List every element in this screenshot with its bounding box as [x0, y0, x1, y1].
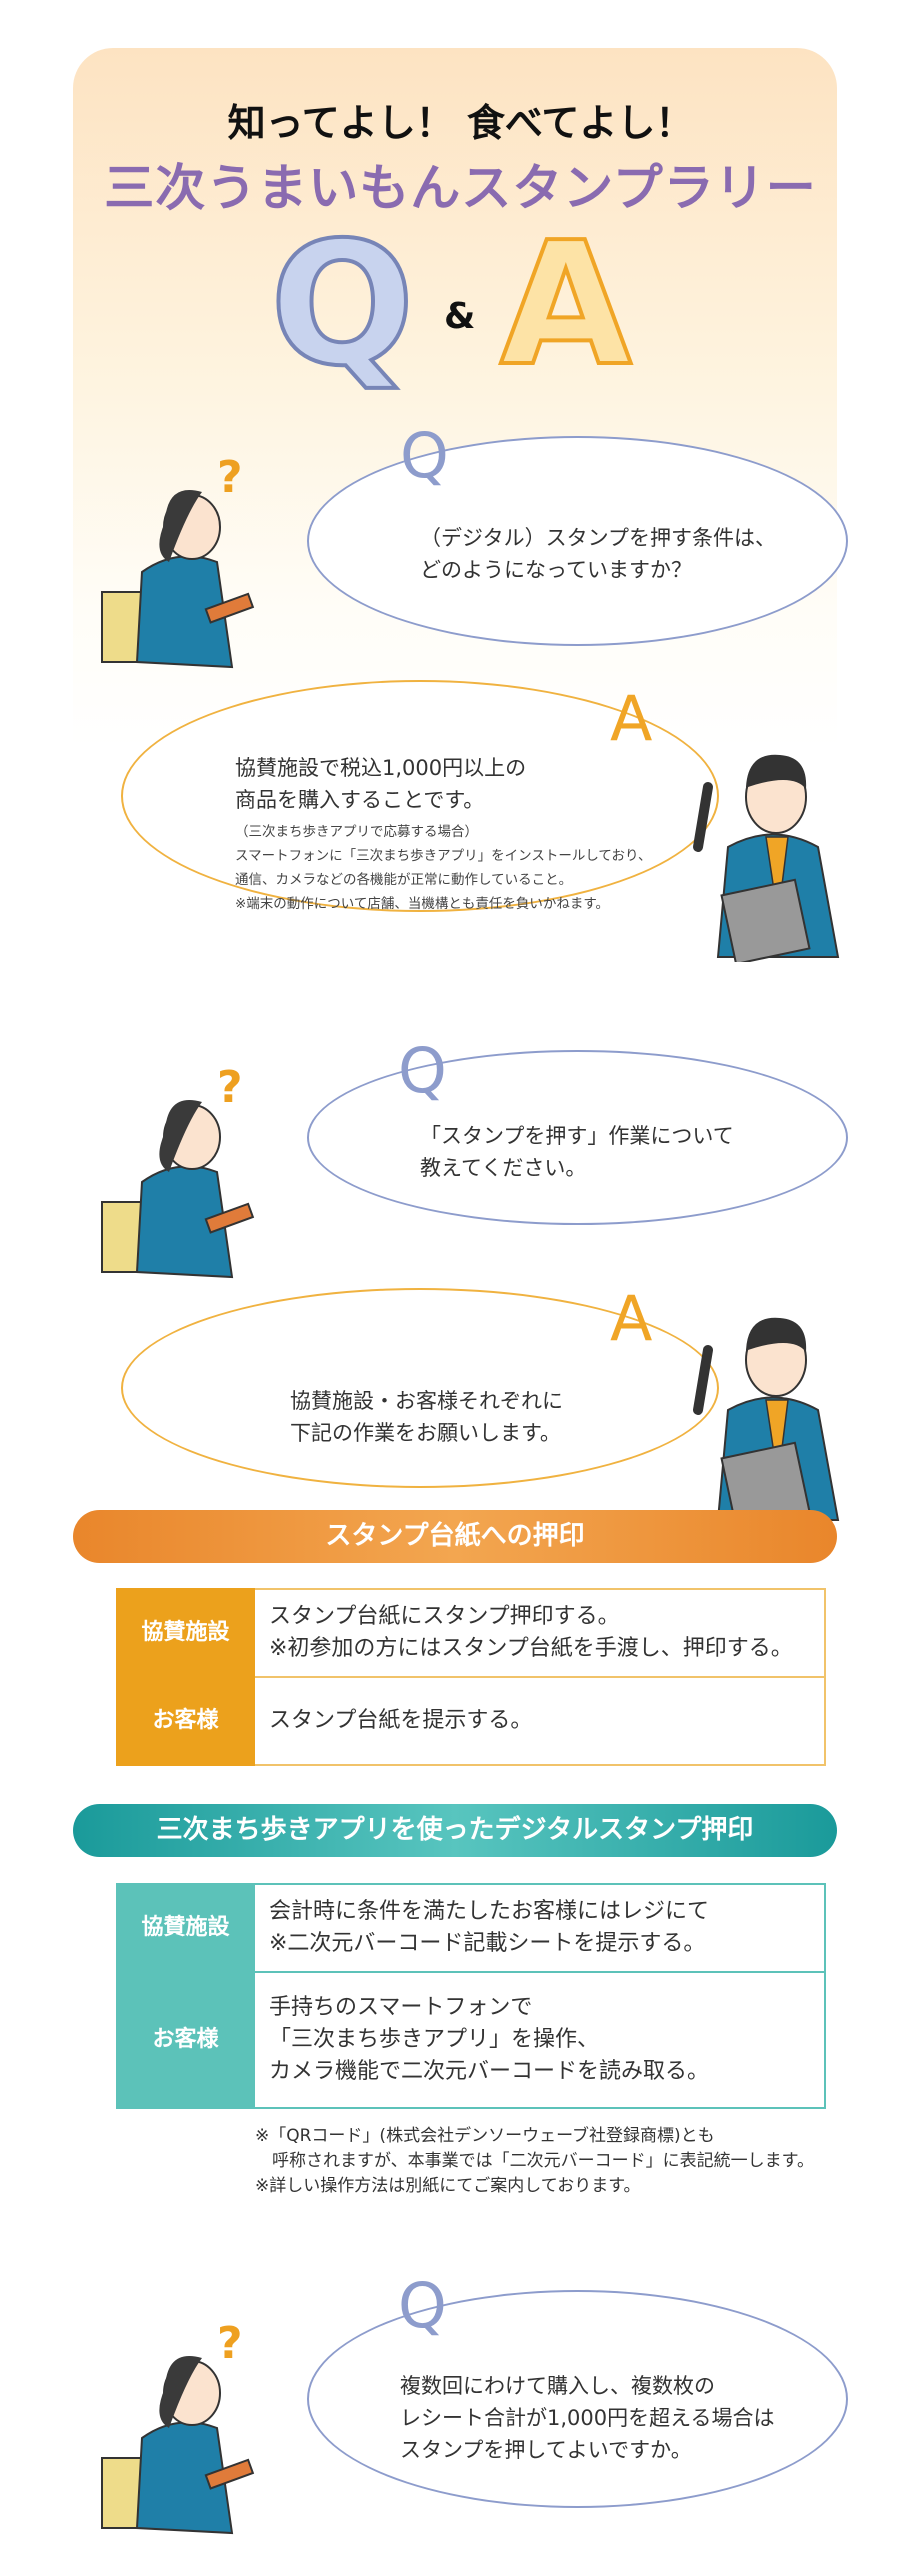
man-pointing-illustration: [688, 727, 848, 966]
table-row: 協賛施設会計時に条件を満たしたお客様にはレジにて※二次元バーコード記載シートを提…: [116, 1883, 826, 1973]
row-content: 会計時に条件を満たしたお客様にはレジにて※二次元バーコード記載シートを提示する。: [253, 1883, 826, 1973]
woman-thinking-illustration: [97, 451, 297, 676]
a-label: A: [610, 1282, 653, 1355]
big-q-letter: Q: [268, 206, 417, 404]
title-tagline: 知ってよし！ 食べてよし！: [227, 101, 694, 145]
row-content: スタンプ台紙にスタンプ押印する。※初参加の方にはスタンプ台紙を手渡し、押印する。: [253, 1588, 826, 1678]
woman-thinking-illustration: [97, 1061, 297, 1286]
man-pointing-illustration: [688, 1290, 848, 1529]
q-label: Q: [398, 1034, 447, 1107]
table-row: お客様スタンプ台紙を提示する。: [116, 1676, 826, 1766]
table-row: 協賛施設スタンプ台紙にスタンプ押印する。※初参加の方にはスタンプ台紙を手渡し、押…: [116, 1588, 826, 1678]
footnotes: ※「QRコード」(株式会社デンソーウェーブ社登録商標)とも 呼称されますが、本事…: [255, 2126, 814, 2196]
question-text: （デジタル）スタンプを押す条件は、どのようになっていますか？: [420, 526, 776, 582]
row-label: お客様: [116, 1676, 255, 1766]
q-label: Q: [398, 2269, 447, 2342]
stamp-card-table: 協賛施設スタンプ台紙にスタンプ押印する。※初参加の方にはスタンプ台紙を手渡し、押…: [116, 1588, 826, 1766]
answer-text: 協賛施設で税込1,000円以上の商品を購入することです。: [235, 756, 527, 812]
question-text: 「スタンプを押す」作業について教えてください。: [420, 1124, 734, 1180]
question-bubble: [307, 1050, 848, 1225]
woman-thinking-illustration: [97, 2317, 297, 2542]
ampersand: &: [444, 296, 476, 337]
answer-notes: （三次まち歩きアプリで応募する場合）スマートフォンに「三次まち歩きアプリ」をイン…: [235, 824, 652, 912]
digital-stamp-table: 協賛施設会計時に条件を満たしたお客様にはレジにて※二次元バーコード記載シートを提…: [116, 1883, 826, 2109]
big-a-letter: A: [498, 206, 634, 404]
question-bubble: [307, 436, 848, 646]
row-content: スタンプ台紙を提示する。: [253, 1676, 826, 1766]
question-text: 複数回にわけて購入し、複数枚のレシート合計が1,000円を超える場合はスタンプを…: [400, 2374, 775, 2462]
section-banner-digital-stamp: 三次まち歩きアプリを使ったデジタルスタンプ押印: [73, 1804, 837, 1857]
row-content: 手持ちのスマートフォンで「三次まち歩きアプリ」を操作、カメラ機能で二次元バーコー…: [253, 1971, 826, 2109]
row-label: 協賛施設: [116, 1883, 255, 1973]
page-title: 三次うまいもんスタンプラリー: [104, 159, 817, 217]
answer-bubble: [121, 1288, 719, 1488]
table-row: お客様手持ちのスマートフォンで「三次まち歩きアプリ」を操作、カメラ機能で二次元バ…: [116, 1971, 826, 2109]
answer-bubble: [121, 680, 719, 912]
row-label: 協賛施設: [116, 1588, 255, 1678]
row-label: お客様: [116, 1971, 255, 2109]
answer-text: 協賛施設・お客様それぞれに下記の作業をお願いします。: [290, 1389, 563, 1445]
question-bubble: [307, 2290, 848, 2508]
section-banner-stamp-card: スタンプ台紙への押印: [73, 1510, 837, 1563]
a-label: A: [610, 682, 653, 755]
q-label: Q: [400, 419, 449, 492]
